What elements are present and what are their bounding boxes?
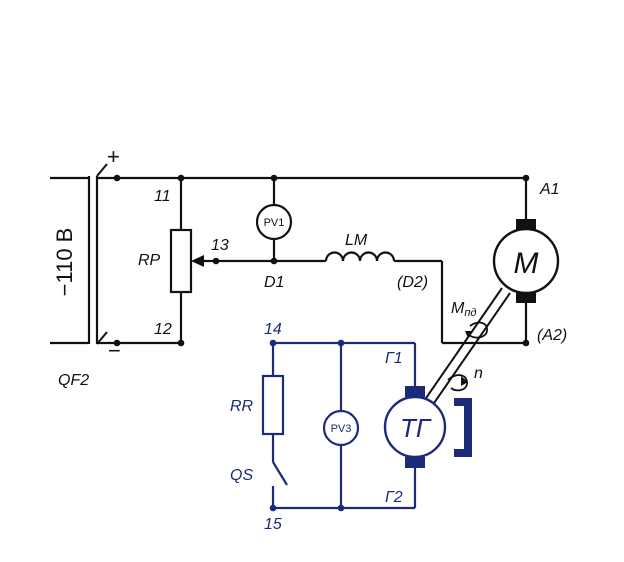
tacho-brush-bottom: [405, 457, 425, 468]
resistor-rr: [261, 374, 285, 436]
series-winding-lm: [324, 251, 396, 262]
junction-dot: [113, 339, 121, 347]
label-torque-main: M: [451, 300, 465, 317]
label-node-11: 11: [154, 188, 171, 205]
junction-dot: [113, 174, 121, 182]
label-node-12: 12: [154, 321, 172, 338]
label-plus: +: [107, 144, 120, 169]
label-winding: LM: [345, 232, 368, 249]
label-rheostat: RP: [138, 252, 161, 269]
breaker-qf2: [87, 163, 108, 345]
motor-brush-bottom: [516, 292, 536, 303]
tacho-brush-top: [405, 386, 425, 397]
switch-qs: [272, 461, 288, 486]
junction-dot: [177, 174, 185, 182]
label-speed: n: [474, 365, 483, 382]
tacho-circuit: [261, 339, 472, 512]
rheostat-rp: [169, 228, 193, 294]
junction-dot: [522, 339, 530, 347]
wiper-arrow-icon: [191, 255, 204, 267]
junction-dot: [522, 174, 530, 182]
label-node-a2: (A2): [537, 327, 567, 344]
label-node-d2: (D2): [397, 274, 428, 291]
label-node-14: 14: [264, 321, 282, 338]
junction-dot: [337, 504, 345, 512]
junction-dot: [337, 339, 345, 347]
label-motor: M: [514, 247, 539, 280]
label-node-g1: Г1: [385, 350, 403, 367]
label-tachogenerator: ТГ: [400, 413, 432, 443]
label-minus: −: [108, 338, 121, 363]
label-node-d1: D1: [264, 274, 284, 291]
label-node-13: 13: [211, 237, 229, 254]
junction-dot: [269, 339, 277, 347]
label-torque: Mпд: [451, 300, 476, 319]
rotation-arrow-icon: [447, 374, 468, 392]
label-node-15: 15: [264, 516, 282, 533]
label-voltmeter-1: PV1: [264, 217, 285, 229]
label-voltmeter-3: PV3: [331, 423, 352, 435]
permanent-magnet: [454, 398, 472, 457]
label-supply-voltage: −110 В: [52, 228, 77, 297]
motor-brush-top: [516, 219, 536, 230]
junction-dot: [177, 339, 185, 347]
junction-dot: [270, 257, 278, 265]
label-resistor-rr: RR: [230, 398, 254, 415]
power-circuit: [50, 163, 560, 436]
label-torque-sub: пд: [464, 307, 476, 319]
label-breaker: QF2: [58, 372, 89, 389]
label-switch-qs: QS: [230, 467, 253, 484]
torque-arrow-icon: [467, 321, 488, 339]
label-node-a1: A1: [539, 181, 560, 198]
junction-dot: [270, 174, 278, 182]
label-node-g2: Г2: [385, 489, 403, 506]
junction-dot: [269, 504, 277, 512]
junction-dot: [212, 257, 220, 265]
